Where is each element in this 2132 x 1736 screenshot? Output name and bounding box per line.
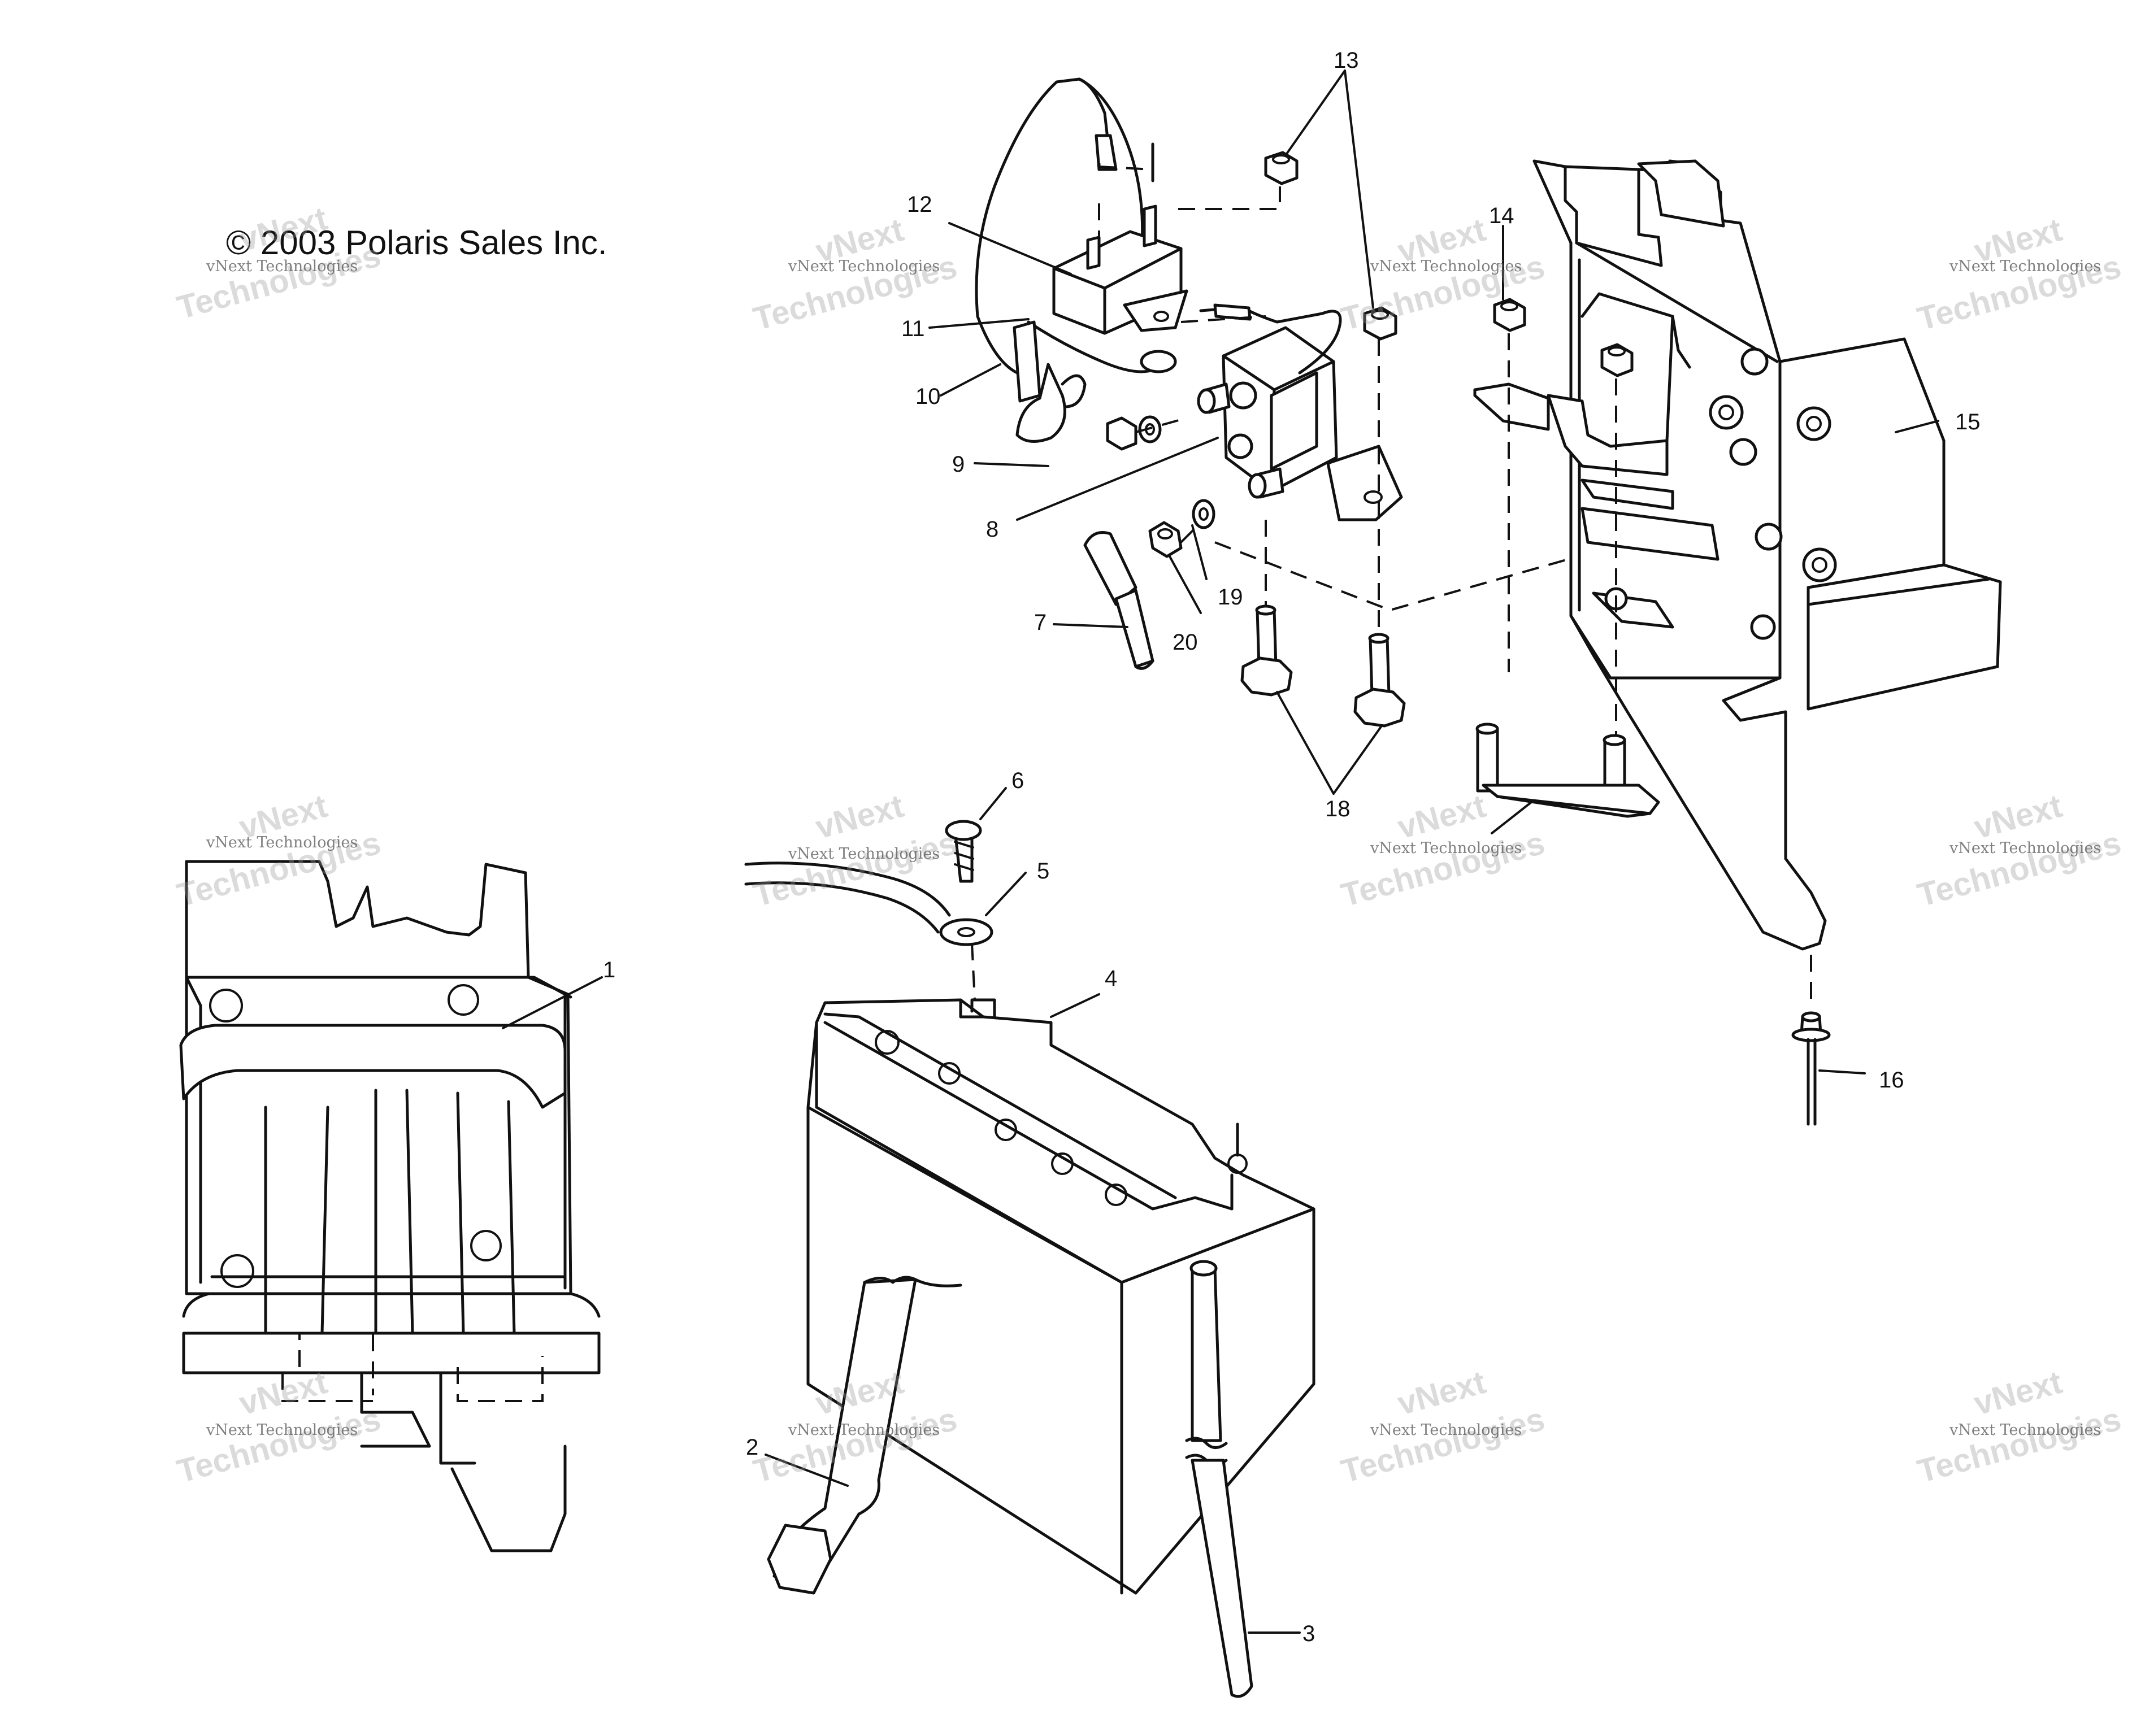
svg-text:vNext Technologies: vNext Technologies bbox=[206, 258, 358, 275]
svg-text:vNext Technologies: vNext Technologies bbox=[1949, 258, 2101, 275]
callout-19: 19 bbox=[1218, 585, 1243, 610]
watermark: vNext Technologies vNext Technologies bbox=[173, 1364, 385, 1490]
mounting-bracket-part bbox=[1473, 159, 2002, 951]
svg-text:Technologies: Technologies bbox=[1914, 824, 2125, 913]
callout-7: 7 bbox=[1034, 610, 1047, 635]
rivet-part bbox=[1791, 955, 1831, 1126]
callout-18: 18 bbox=[1325, 797, 1351, 821]
callout-3: 3 bbox=[1302, 1621, 1315, 1646]
svg-text:vNext Technologies: vNext Technologies bbox=[206, 834, 358, 851]
callout-16: 16 bbox=[1879, 1068, 1904, 1093]
callout-6: 6 bbox=[1011, 768, 1024, 793]
watermark: vNext Technologies vNext Technologies bbox=[1914, 211, 2125, 338]
callout-11: 11 bbox=[901, 316, 925, 341]
svg-text:vNext: vNext bbox=[1970, 787, 2066, 846]
callout-10: 10 bbox=[915, 384, 941, 409]
svg-text:Technologies: Technologies bbox=[750, 824, 961, 913]
callout-numbers: 1 2 3 4 5 6 7 8 9 10 11 12 13 14 15 16 1… bbox=[603, 48, 1981, 1646]
svg-text:vNext Technologies: vNext Technologies bbox=[788, 1421, 940, 1439]
watermark: vNext Technologies vNext Technologies bbox=[750, 211, 961, 338]
callout-15: 15 bbox=[1955, 410, 1981, 434]
svg-text:Technologies: Technologies bbox=[1338, 824, 1549, 913]
svg-text:vNext Technologies: vNext Technologies bbox=[1949, 839, 2101, 857]
callout-4: 4 bbox=[1105, 966, 1117, 991]
svg-text:vNext Technologies: vNext Technologies bbox=[1370, 258, 1522, 275]
callout-9: 9 bbox=[952, 452, 965, 477]
watermark: vNext Technologies vNext Technologies bbox=[1338, 1364, 1549, 1490]
watermark: vNext Technologies vNext Technologies bbox=[173, 787, 385, 914]
svg-text:vNext Technologies: vNext Technologies bbox=[206, 1421, 358, 1439]
watermark: vNext Technologies vNext Technologies bbox=[1914, 787, 2125, 914]
svg-text:vNext Technologies: vNext Technologies bbox=[788, 258, 940, 275]
svg-text:vNext: vNext bbox=[1394, 1364, 1490, 1422]
svg-text:Technologies: Technologies bbox=[1914, 1400, 2125, 1490]
svg-text:Technologies: Technologies bbox=[173, 1400, 385, 1490]
battery-cable-part bbox=[744, 820, 993, 1000]
battery-part bbox=[806, 998, 1315, 1595]
svg-text:Technologies: Technologies bbox=[1338, 1400, 1549, 1490]
leader-lines bbox=[502, 69, 1939, 1634]
vent-tube-part bbox=[1185, 1260, 1253, 1698]
svg-text:vNext Technologies: vNext Technologies bbox=[788, 845, 940, 863]
watermark: vNext Technologies vNext Technologies bbox=[1338, 787, 1549, 914]
svg-text:vNext: vNext bbox=[812, 787, 907, 846]
callout-12: 12 bbox=[907, 192, 932, 217]
battery-holder-part bbox=[179, 860, 601, 1552]
slide-bar-part bbox=[1475, 723, 1660, 818]
watermark: vNext Technologies vNext Technologies bbox=[1914, 1364, 2125, 1490]
svg-text:vNext Technologies: vNext Technologies bbox=[1370, 1421, 1522, 1439]
callout-20: 20 bbox=[1173, 630, 1198, 655]
callout-1: 1 bbox=[603, 958, 615, 982]
copyright-text: © 2003 Polaris Sales Inc. bbox=[226, 224, 607, 262]
svg-text:vNext Technologies: vNext Technologies bbox=[1370, 839, 1522, 857]
callout-14: 14 bbox=[1489, 203, 1514, 228]
callout-2: 2 bbox=[746, 1435, 758, 1460]
callout-5: 5 bbox=[1037, 859, 1049, 884]
battery-strap-part bbox=[767, 1276, 962, 1595]
watermark: vNext Technologies vNext Technologies bbox=[173, 200, 385, 327]
svg-text:vNext: vNext bbox=[1970, 1364, 2066, 1422]
solenoid-assembly bbox=[975, 77, 1668, 728]
svg-text:vNext: vNext bbox=[1394, 787, 1490, 846]
callout-8: 8 bbox=[986, 517, 998, 542]
svg-text:vNext Technologies: vNext Technologies bbox=[1949, 1421, 2101, 1439]
callout-13: 13 bbox=[1334, 48, 1359, 73]
